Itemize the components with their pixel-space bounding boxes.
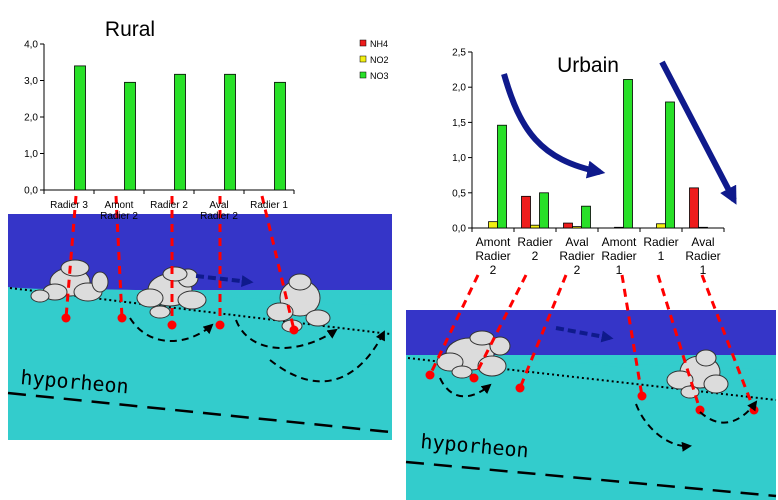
rural-bar-no3 [74, 65, 86, 191]
urban-trend-arrow-curved [501, 73, 606, 179]
urban-surface-flow-arrow [555, 326, 614, 343]
rural-category-label: Radier 3 [50, 200, 88, 211]
urban-bar-no2 [530, 224, 540, 229]
rural-hyporheic-flow-arrows [129, 317, 385, 383]
rural-pebble-cluster-1 [30, 259, 109, 303]
urban-y-tick-label: 1,5 [452, 118, 466, 129]
urban-bar-nh4 [689, 187, 699, 229]
rural-bar-no3 [124, 81, 136, 191]
urban-chart-title: Urbain [557, 54, 619, 77]
rural-bar-no3 [174, 73, 186, 191]
legend: NH4 NO2 NO3 [359, 39, 389, 81]
urban-x-tick-marks [471, 228, 725, 232]
urban-bar-no2 [656, 223, 666, 229]
rural-chart-title: Rural [105, 18, 155, 41]
rural-surface-flow-arrow [195, 274, 254, 288]
urban-probe-line-2 [472, 274, 528, 379]
rural-probe-line-2 [114, 195, 124, 319]
urban-probe-line-4 [620, 274, 644, 397]
legend-label-no3: NO3 [370, 71, 389, 81]
rural-bars [74, 65, 286, 191]
urban-probes [428, 274, 756, 411]
urban-y-tick-label: 1,0 [452, 153, 466, 164]
urban-y-tick-label: 2,5 [452, 48, 466, 59]
rural-streambed-line [9, 287, 391, 335]
rural-category-label: Radier 1 [250, 200, 288, 211]
urban-bars [488, 79, 708, 229]
urban-probe-line-6 [700, 274, 756, 411]
urban-y-tick-label: 0,5 [452, 188, 466, 199]
legend-label-no2: NO2 [370, 55, 389, 65]
urban-bar-no2 [572, 226, 582, 229]
rural-y-tick-label: 3,0 [24, 76, 38, 87]
urban-probe-line-3 [518, 274, 568, 389]
urban-hyporheon-boundary [405, 460, 777, 498]
rural-y-tick-label: 1,0 [24, 149, 38, 160]
rural-bar-no3 [224, 73, 236, 191]
urban-bar-no3 [623, 79, 633, 229]
urban-pebble-cluster-2 [666, 349, 729, 399]
urban-trend-arrow-straight [659, 60, 737, 205]
urban-bar-no2 [614, 226, 624, 229]
rural-bar-no3 [274, 81, 286, 191]
legend-label-nh4: NH4 [370, 39, 388, 49]
urban-y-tick-label: 0,0 [452, 224, 466, 235]
legend-swatch-no2 [359, 55, 367, 63]
urban-bar-no3 [581, 205, 591, 229]
legend-swatch-no3 [359, 71, 367, 79]
rural-probe-dots [61, 313, 299, 335]
rural-y-tick-label: 0,0 [24, 186, 38, 197]
urban-probe-line-5 [656, 274, 702, 411]
urban-hyporheic-flow-arrows [439, 377, 758, 452]
urban-bar-no3 [497, 124, 507, 229]
rural-x-tick-marks [43, 190, 295, 194]
urban-bar-no2 [488, 221, 498, 229]
rural-y-ticks: 0,0 1,0 2,0 3,0 4,0 [24, 40, 44, 197]
urban-bar-no2 [698, 226, 708, 229]
urban-probe-line-1 [428, 274, 480, 376]
urban-bar-no3 [539, 192, 549, 229]
urban-bar-nh4 [521, 195, 531, 229]
rural-probe-line-1 [64, 195, 78, 319]
rural-river-section: hyporheon [7, 195, 392, 440]
rural-category-label: Radier 2 [150, 200, 188, 211]
rural-y-tick-label: 4,0 [24, 40, 38, 51]
rural-pebble-cluster-2 [136, 266, 207, 319]
urban-bar-nh4 [563, 222, 573, 229]
rural-y-tick-label: 2,0 [24, 113, 38, 124]
rural-probe-line-5 [260, 195, 296, 331]
urban-bar-no3 [665, 101, 675, 229]
urban-pebble-cluster-1 [436, 330, 511, 379]
legend-swatch-nh4 [359, 39, 367, 47]
rural-probes [64, 195, 296, 331]
urban-river-section: hyporheon [405, 274, 777, 500]
urban-y-tick-label: 2,0 [452, 83, 466, 94]
urban-y-ticks: 0,0 0,5 1,0 1,5 2,0 2,5 [452, 48, 472, 235]
rural-hyporheon-boundary [7, 391, 391, 434]
